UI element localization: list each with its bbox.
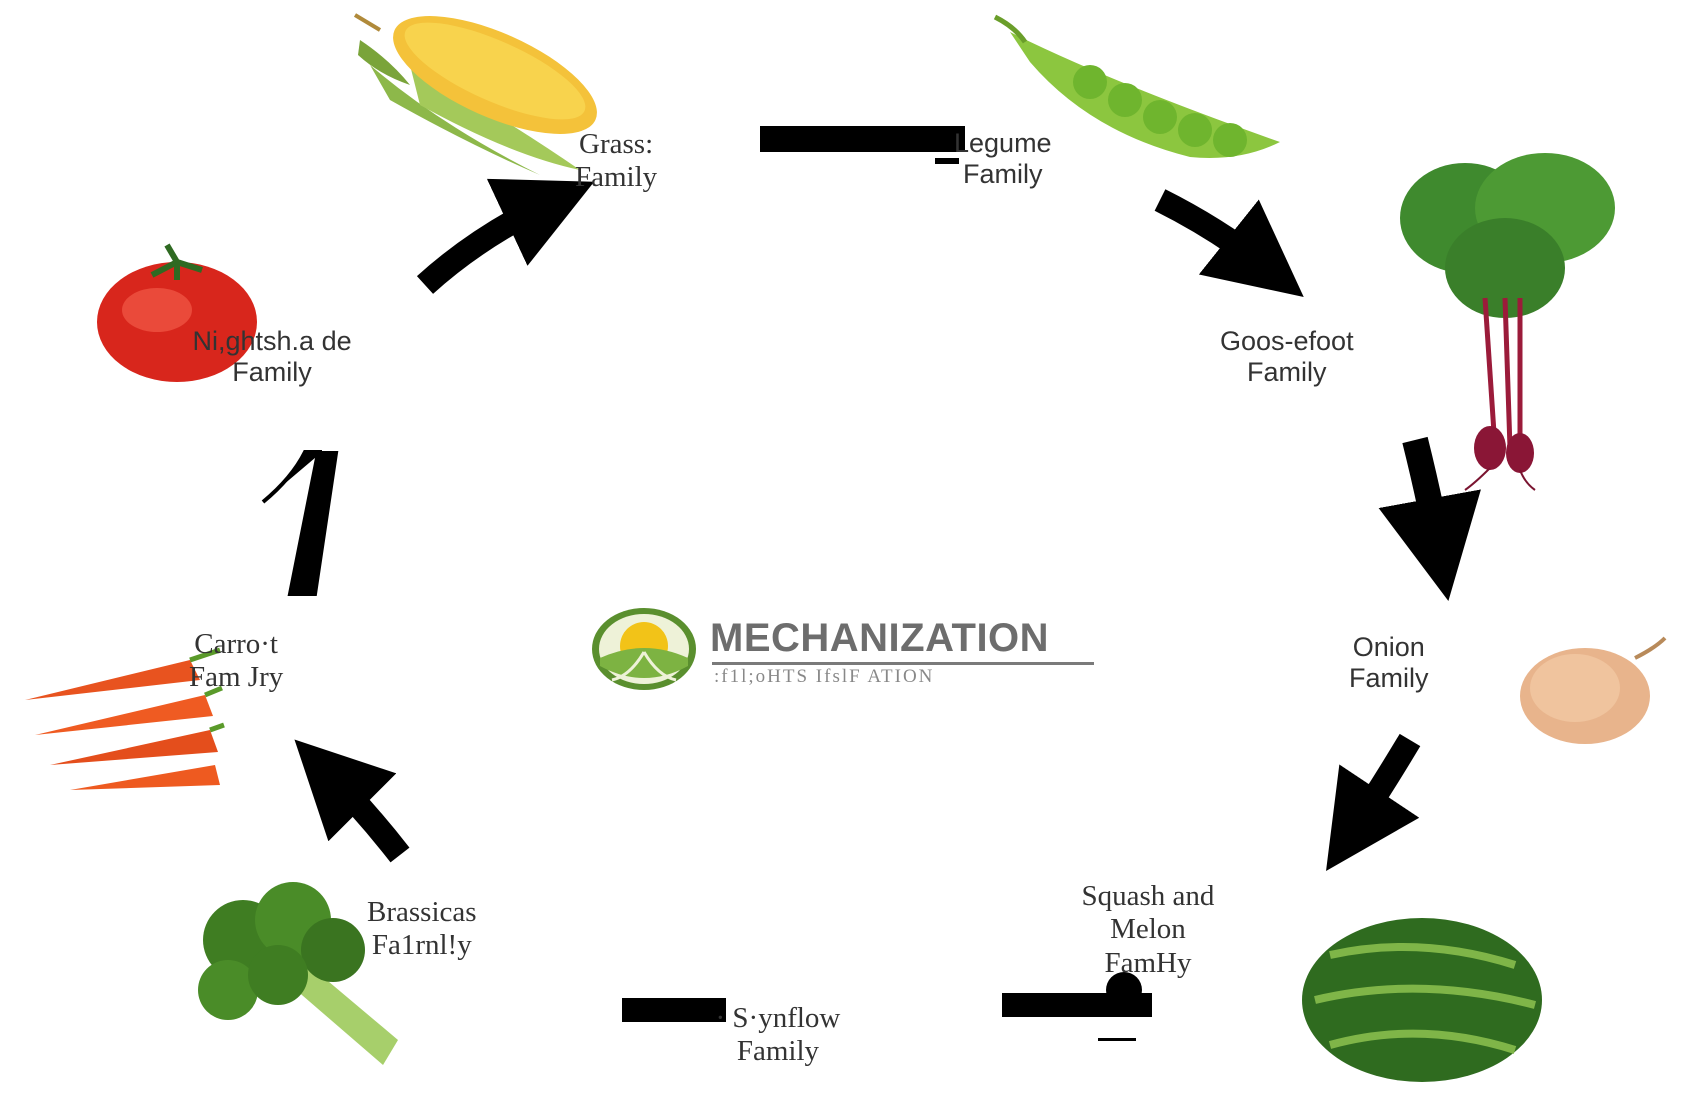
label-goosefoot-family: Goos-efoot Family	[1220, 326, 1354, 388]
tomato-icon	[97, 243, 257, 382]
arrow-nightshade-to-grass	[416, 178, 595, 294]
carrots-image	[10, 640, 225, 800]
arrow-carrot-to-nightshade	[261, 450, 339, 596]
label-onion-family: Onion Family	[1349, 632, 1429, 694]
arrow-squash-to-sunflower-head	[1106, 972, 1142, 1008]
onion-image	[1515, 628, 1670, 748]
watermelon-image	[1300, 915, 1545, 1085]
arrow-grass-to-legume	[760, 126, 965, 152]
mechanization-logo: MECHANIZATION :f1l;oHTS IfslF ATION	[590, 606, 1110, 696]
corn-icon	[353, 13, 597, 175]
pea-pod-icon	[993, 14, 1280, 158]
label-squash-melon-family: Squash and Melon FamHy	[1081, 880, 1215, 979]
label-nightshade-family: Ni,ghtsh.a de Family	[192, 326, 352, 388]
carrots-icon	[25, 647, 225, 790]
broccoli-icon	[198, 882, 398, 1065]
arrow-grass-to-legume-tick	[935, 158, 959, 164]
logo-title: MECHANIZATION	[710, 616, 1050, 660]
beetroot-image	[1395, 148, 1625, 493]
watermelon-icon	[1302, 918, 1542, 1082]
label-sunflower-family: · S·ynflow Family	[715, 1002, 841, 1068]
arrow-squash-to-sunflower-tick	[1098, 1038, 1136, 1041]
arrow-brassicas-to-carrot	[294, 739, 410, 863]
arrow-goosefoot-to-onion	[1378, 436, 1481, 602]
label-legume-family: Legume Family	[954, 128, 1052, 190]
logo-divider	[712, 662, 1094, 665]
arrow-legume-to-goosefoot	[1154, 189, 1304, 297]
logo-subtitle: :f1l;oHTS IfslF ATION	[714, 666, 935, 687]
pea-pod-image	[990, 12, 1300, 177]
broccoli-image	[183, 880, 413, 1070]
label-brassicas-family: Brassicas Fa1rnl!y	[367, 896, 477, 962]
arrow-onion-to-squash	[1326, 733, 1421, 871]
beetroot-icon	[1400, 153, 1615, 491]
onion-icon	[1520, 636, 1667, 744]
arrow-sunflower-to-brassicas	[622, 998, 726, 1022]
sun-field-logo-icon	[592, 608, 696, 690]
corn-image	[350, 5, 610, 190]
tomato-image	[92, 240, 267, 385]
label-carrot-family: Carro·t Fam Jry	[189, 628, 284, 694]
label-grass-family: Grass: Family	[575, 128, 658, 194]
